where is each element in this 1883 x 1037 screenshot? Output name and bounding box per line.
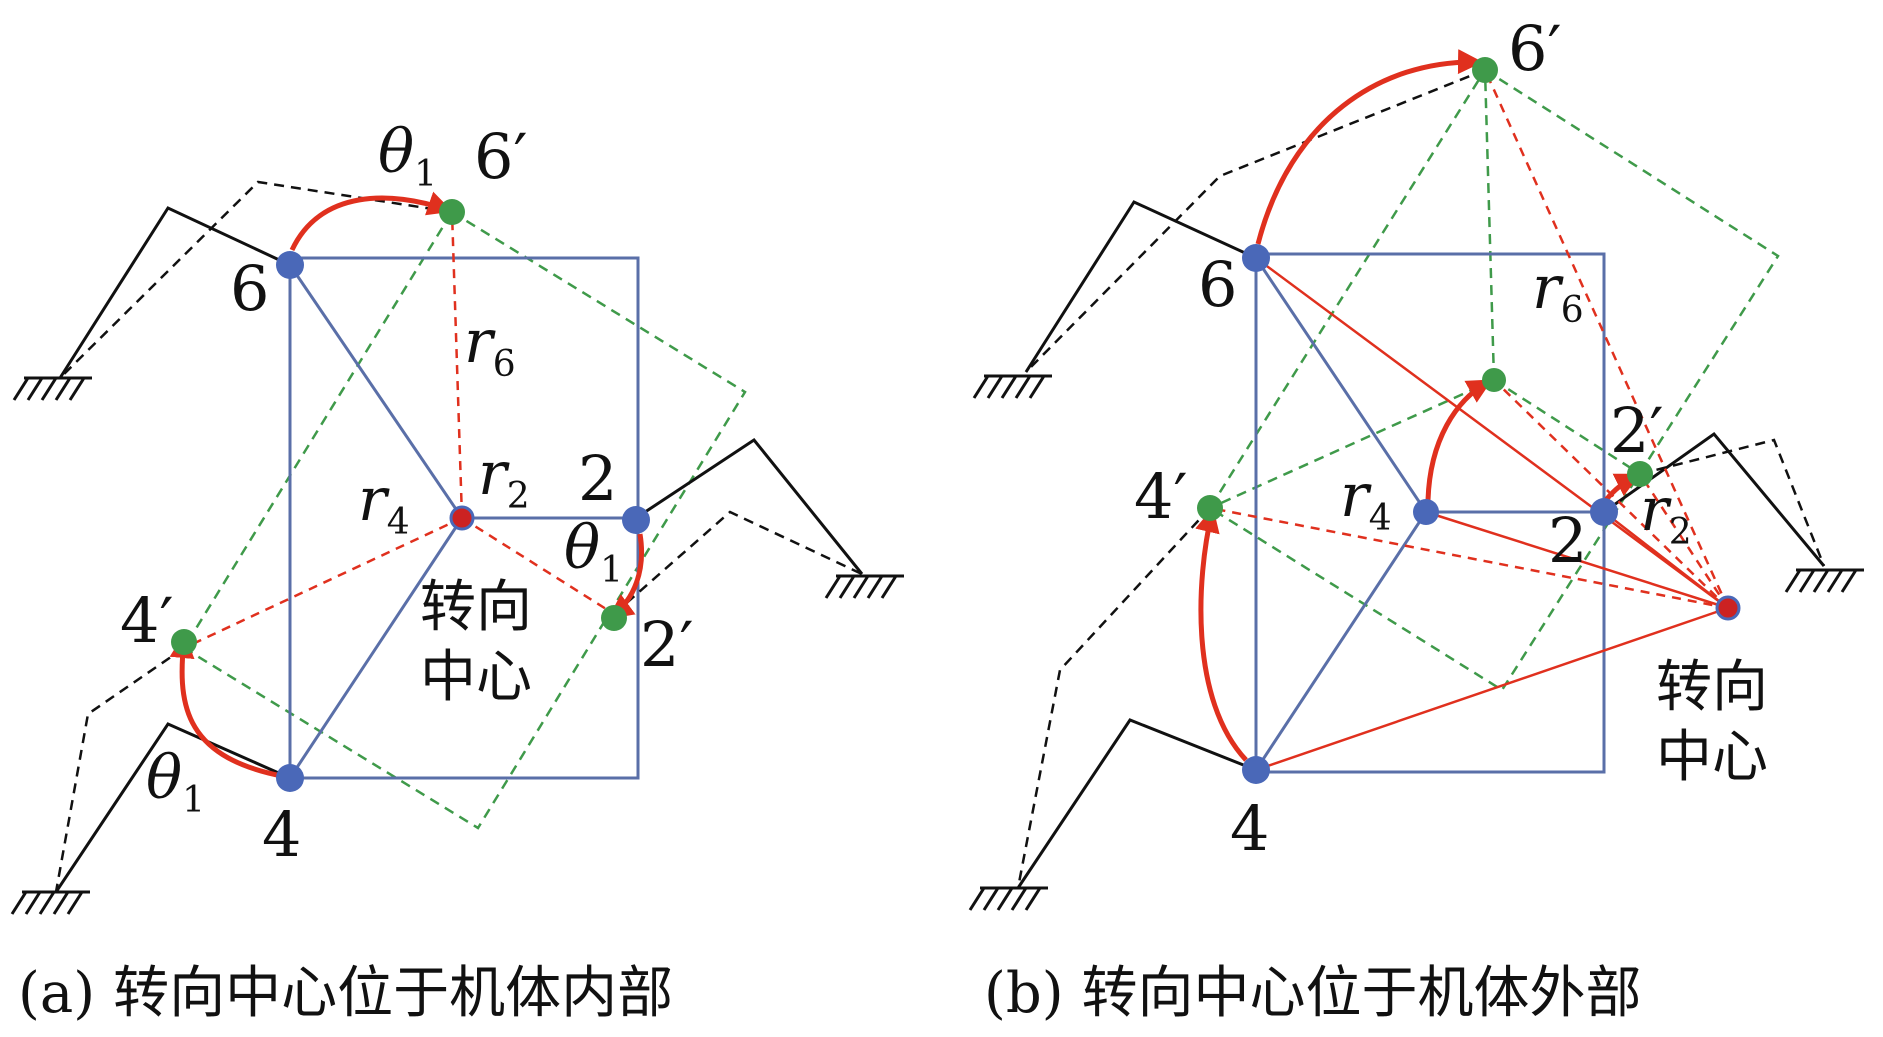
arc-6-a [289, 191, 453, 252]
leg-6-b [1024, 200, 1257, 373]
arc-6-b [1255, 49, 1483, 245]
leg-6-a [58, 206, 291, 379]
rotated-body-a [182, 210, 747, 830]
label-joint-2-b: 2 [1548, 504, 1587, 577]
label-theta-left-a: θ1 [146, 743, 205, 821]
new-joint-6-a [439, 199, 465, 225]
spoke-4-a [288, 517, 464, 779]
spoke-6-b [1254, 257, 1428, 513]
label-new-2-b: 2′ [1610, 394, 1664, 467]
label-r4-b: r4 [1340, 461, 1392, 539]
label-r2-b: r2 [1640, 475, 1692, 553]
radius-6-b [1483, 69, 1730, 609]
label-new-2-a: 2′ [640, 608, 694, 681]
spoke-4-b [1254, 511, 1428, 771]
dashed-leg-4-a [54, 646, 185, 893]
label-joint-4-a: 4 [262, 798, 301, 871]
leg-4-a [54, 722, 291, 893]
label-new-6-b: 6′ [1508, 12, 1562, 85]
panel-b: 6 2 4 6′ 2′ 4′ r6 r2 r4 转向 中心 (b)转向中心位于机… [968, 12, 1866, 1026]
label-r6-b: r6 [1532, 253, 1584, 331]
caption-a: (a)转向中心位于机体内部 [18, 961, 673, 1026]
label-new-4-a: 4′ [120, 584, 174, 657]
radius-2n-b [1638, 473, 1730, 609]
new-joint-c-b [1482, 368, 1506, 392]
arc-c-b [1425, 379, 1493, 501]
radius-4-b [1255, 606, 1729, 772]
leg-2-a [635, 437, 864, 575]
spoke-6-a [288, 264, 464, 519]
dashed-leg-6-a [59, 180, 453, 379]
caption-b: (b)转向中心位于机体外部 [984, 961, 1642, 1026]
joint-2-b [1590, 498, 1618, 526]
panel-a: 6 2 4 6′ 2′ 4′ θ1 θ1 θ1 r6 r2 r4 转向 中心 (… [10, 117, 906, 1026]
joint-4-a [276, 764, 304, 792]
radius-6b-b [1255, 256, 1729, 610]
dashed-leg-2-b [1639, 438, 1826, 567]
joint-6-a [276, 251, 304, 279]
new-joint-2-b [1627, 461, 1653, 487]
label-r6-a: r6 [464, 307, 516, 385]
new-joint-2-a [601, 605, 627, 631]
label-joint-4-b: 4 [1230, 792, 1269, 865]
rotated-spoke-6-b [1483, 69, 1496, 381]
new-joint-6-b [1472, 57, 1498, 83]
leg-4-b [1016, 718, 1257, 889]
dashed-leg-2-a [613, 510, 863, 615]
label-r4-a: r4 [358, 465, 410, 543]
new-joint-4-a [171, 629, 197, 655]
label-theta-top-a: θ1 [378, 117, 437, 195]
label-center-b-line2: 中心 [1656, 725, 1768, 790]
joint-c-b [1413, 499, 1439, 525]
label-center-b-line1: 转向 [1656, 655, 1768, 720]
center-point-a [449, 505, 475, 531]
label-theta-right-a: θ1 [564, 513, 623, 591]
label-r2-a: r2 [478, 439, 530, 517]
dashed-leg-4-b [1016, 507, 1211, 889]
label-center-a-line2: 中心 [420, 645, 532, 710]
arc-4-b [1195, 507, 1248, 762]
rotated-spoke-2-b [1493, 378, 1641, 476]
label-new-4-b: 4′ [1134, 460, 1188, 533]
joint-6-b [1242, 244, 1270, 272]
label-joint-2-a: 2 [578, 442, 617, 515]
joint-2-a [622, 506, 650, 534]
radius-2-a [461, 516, 615, 616]
label-joint-6-a: 6 [230, 252, 269, 325]
joint-4-b [1242, 756, 1270, 784]
center-point-b [1715, 595, 1741, 621]
label-joint-6-b: 6 [1198, 248, 1237, 321]
label-new-6-a: 6′ [474, 120, 528, 193]
radius-4n-b [1209, 506, 1729, 610]
radius-4-a [183, 516, 463, 650]
arc-4-a [169, 633, 283, 779]
radius-c-b [1425, 510, 1729, 610]
label-center-a-line1: 转向 [420, 575, 532, 640]
new-joint-4-b [1197, 495, 1223, 521]
radius-2-b [1603, 511, 1729, 609]
rotated-body-b [1208, 68, 1780, 692]
radius-6-a [450, 211, 464, 519]
